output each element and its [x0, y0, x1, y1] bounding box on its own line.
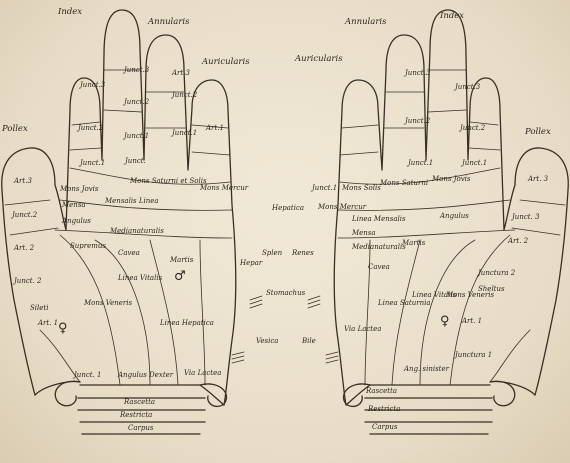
left-junct3-a: Junct.3	[124, 66, 150, 74]
left-junct2-thumb: Junct.2	[12, 211, 38, 219]
left-mons-jovis: Mons Jovis	[60, 185, 99, 193]
center-bile: Bile	[302, 337, 316, 345]
right-junct3-b: Junct.3	[455, 83, 481, 91]
right-cavea: Cavea	[368, 263, 390, 271]
right-junct2-thumb: Junctura 2	[478, 269, 516, 277]
left-via-lactea: Via Lactea	[184, 369, 222, 377]
left-supremus: Supremus	[70, 242, 107, 250]
right-mons-mercurii: Mons Mercur	[318, 203, 367, 211]
left-carpus: Carpus	[128, 424, 154, 432]
left-junct-base: Junct. 1	[74, 371, 102, 379]
center-hepar: Hepar	[240, 259, 263, 267]
left-annularis-label: Annularis	[148, 17, 190, 27]
venus-symbol: ♀	[58, 321, 68, 336]
right-mons-jovis: Mons Jovis	[432, 175, 471, 183]
right-art3-thumb: Art. 3	[528, 175, 549, 183]
left-junct1-a: Junct.1	[124, 132, 150, 140]
left-art3-a: Art.3	[172, 69, 190, 77]
right-pollex-label: Pollex	[525, 127, 551, 137]
left-restricta: Restricta	[120, 411, 153, 419]
right-junct1-c: Junct.1	[312, 184, 338, 192]
right-linea-saturnia: Linea Saturnia	[378, 299, 431, 307]
right-ang-sinister: Ang. sinister	[404, 365, 449, 373]
right-mons-veneris: Mons Veneris	[446, 291, 495, 299]
left-junct1-thumb: Junct. 2	[14, 277, 42, 285]
right-index-label: Index	[440, 11, 465, 21]
left-mensalis-linea: Mensalis Linea	[105, 197, 159, 205]
left-mons-saturni: Mons Saturni et Solis	[130, 177, 207, 185]
left-junct1-b: Junct.1	[172, 129, 198, 137]
right-martis: Martis	[402, 239, 426, 247]
right-restricta: Restricta	[368, 405, 401, 413]
right-art1-thumb: Art. 1	[462, 317, 483, 325]
right-junct3-a: Junct.3	[405, 69, 431, 77]
left-art1-thumb: Art. 1	[38, 319, 59, 327]
mars-symbol: ♂	[174, 269, 186, 284]
left-junct2-a: Junct.2	[172, 91, 198, 99]
left-angulus: Angulus	[62, 217, 91, 225]
right-via-lactea: Via Lactea	[344, 325, 382, 333]
right-junct1-a: Junct.1	[408, 159, 434, 167]
left-junct2-c: Junct.2	[78, 124, 104, 132]
right-sileti: Sheltus	[478, 285, 505, 293]
right-junct2-a: Junct.2	[405, 117, 431, 125]
left-angulus-dexter: Angulus Dexter	[118, 371, 174, 379]
right-junct1-b: Junct.1	[462, 159, 488, 167]
left-junct3-b: Junct.3	[80, 81, 106, 89]
right-linea-mensalis: Linea Mensalis	[352, 215, 406, 223]
center-splen: Splen	[262, 249, 283, 257]
left-art1-e: Art.1	[206, 124, 224, 132]
left-mensa: Mensa	[62, 201, 86, 209]
right-hand-outline	[333, 9, 569, 435]
right-venus-symbol: ♀	[440, 314, 450, 329]
right-mons-saturni: Mons Saturni	[380, 179, 429, 187]
left-art2-thumb: Art. 2	[14, 244, 35, 252]
left-cavea: Cavea	[118, 249, 140, 257]
left-sileti: Sileti	[30, 304, 49, 312]
right-annularis-label: Annularis	[345, 17, 387, 27]
center-stomach: Stomachus	[266, 289, 306, 297]
center-hepatica: Hepatica	[272, 204, 305, 212]
left-junct-d: Junct.	[125, 157, 146, 165]
right-medianaturalis: Medianaturalis	[352, 243, 406, 251]
right-art2-thumb: Art. 2	[508, 237, 529, 245]
left-linea-vitalis: Linea Vitalis	[118, 274, 163, 282]
right-rasceta: Rascetta	[366, 387, 398, 395]
left-martis: Martis	[170, 256, 194, 264]
right-mons-solis: Mons Solis	[342, 184, 381, 192]
right-linea-vitalis: Linea Vitalis	[412, 291, 457, 299]
left-pollex-label: Pollex	[2, 124, 28, 134]
left-junct1-c: Junct.1	[80, 159, 106, 167]
right-junct3-thumb: Junct. 3	[512, 213, 540, 221]
left-index-label: Index	[58, 7, 83, 17]
left-linea-hepatica: Linea Hepatica	[160, 319, 214, 327]
right-mensa: Mensa	[352, 229, 376, 237]
center-renes: Renes	[292, 249, 314, 257]
left-auricularis-label: Auricularis	[202, 57, 250, 67]
right-auricularis-label: Auricularis	[295, 54, 343, 64]
center-marks	[231, 295, 339, 364]
left-mons-veneris: Mons Veneris	[84, 299, 133, 307]
left-hand-outline	[1, 9, 237, 435]
left-art3-thumb: Art.3	[14, 177, 32, 185]
right-junct1-thumb: Junctura 1	[455, 351, 493, 359]
left-mons-mercurii: Mons Mercur	[200, 184, 249, 192]
center-vesica: Vesica	[256, 337, 279, 345]
left-junct2-b: Junct.2	[124, 98, 150, 106]
right-junct2-b: Junct.2	[460, 124, 486, 132]
right-angulus: Angulus	[440, 212, 469, 220]
left-rasceta: Rascetta	[124, 398, 156, 406]
left-medianaturalis: Medianaturalis	[110, 227, 164, 235]
right-carpus: Carpus	[372, 423, 398, 431]
